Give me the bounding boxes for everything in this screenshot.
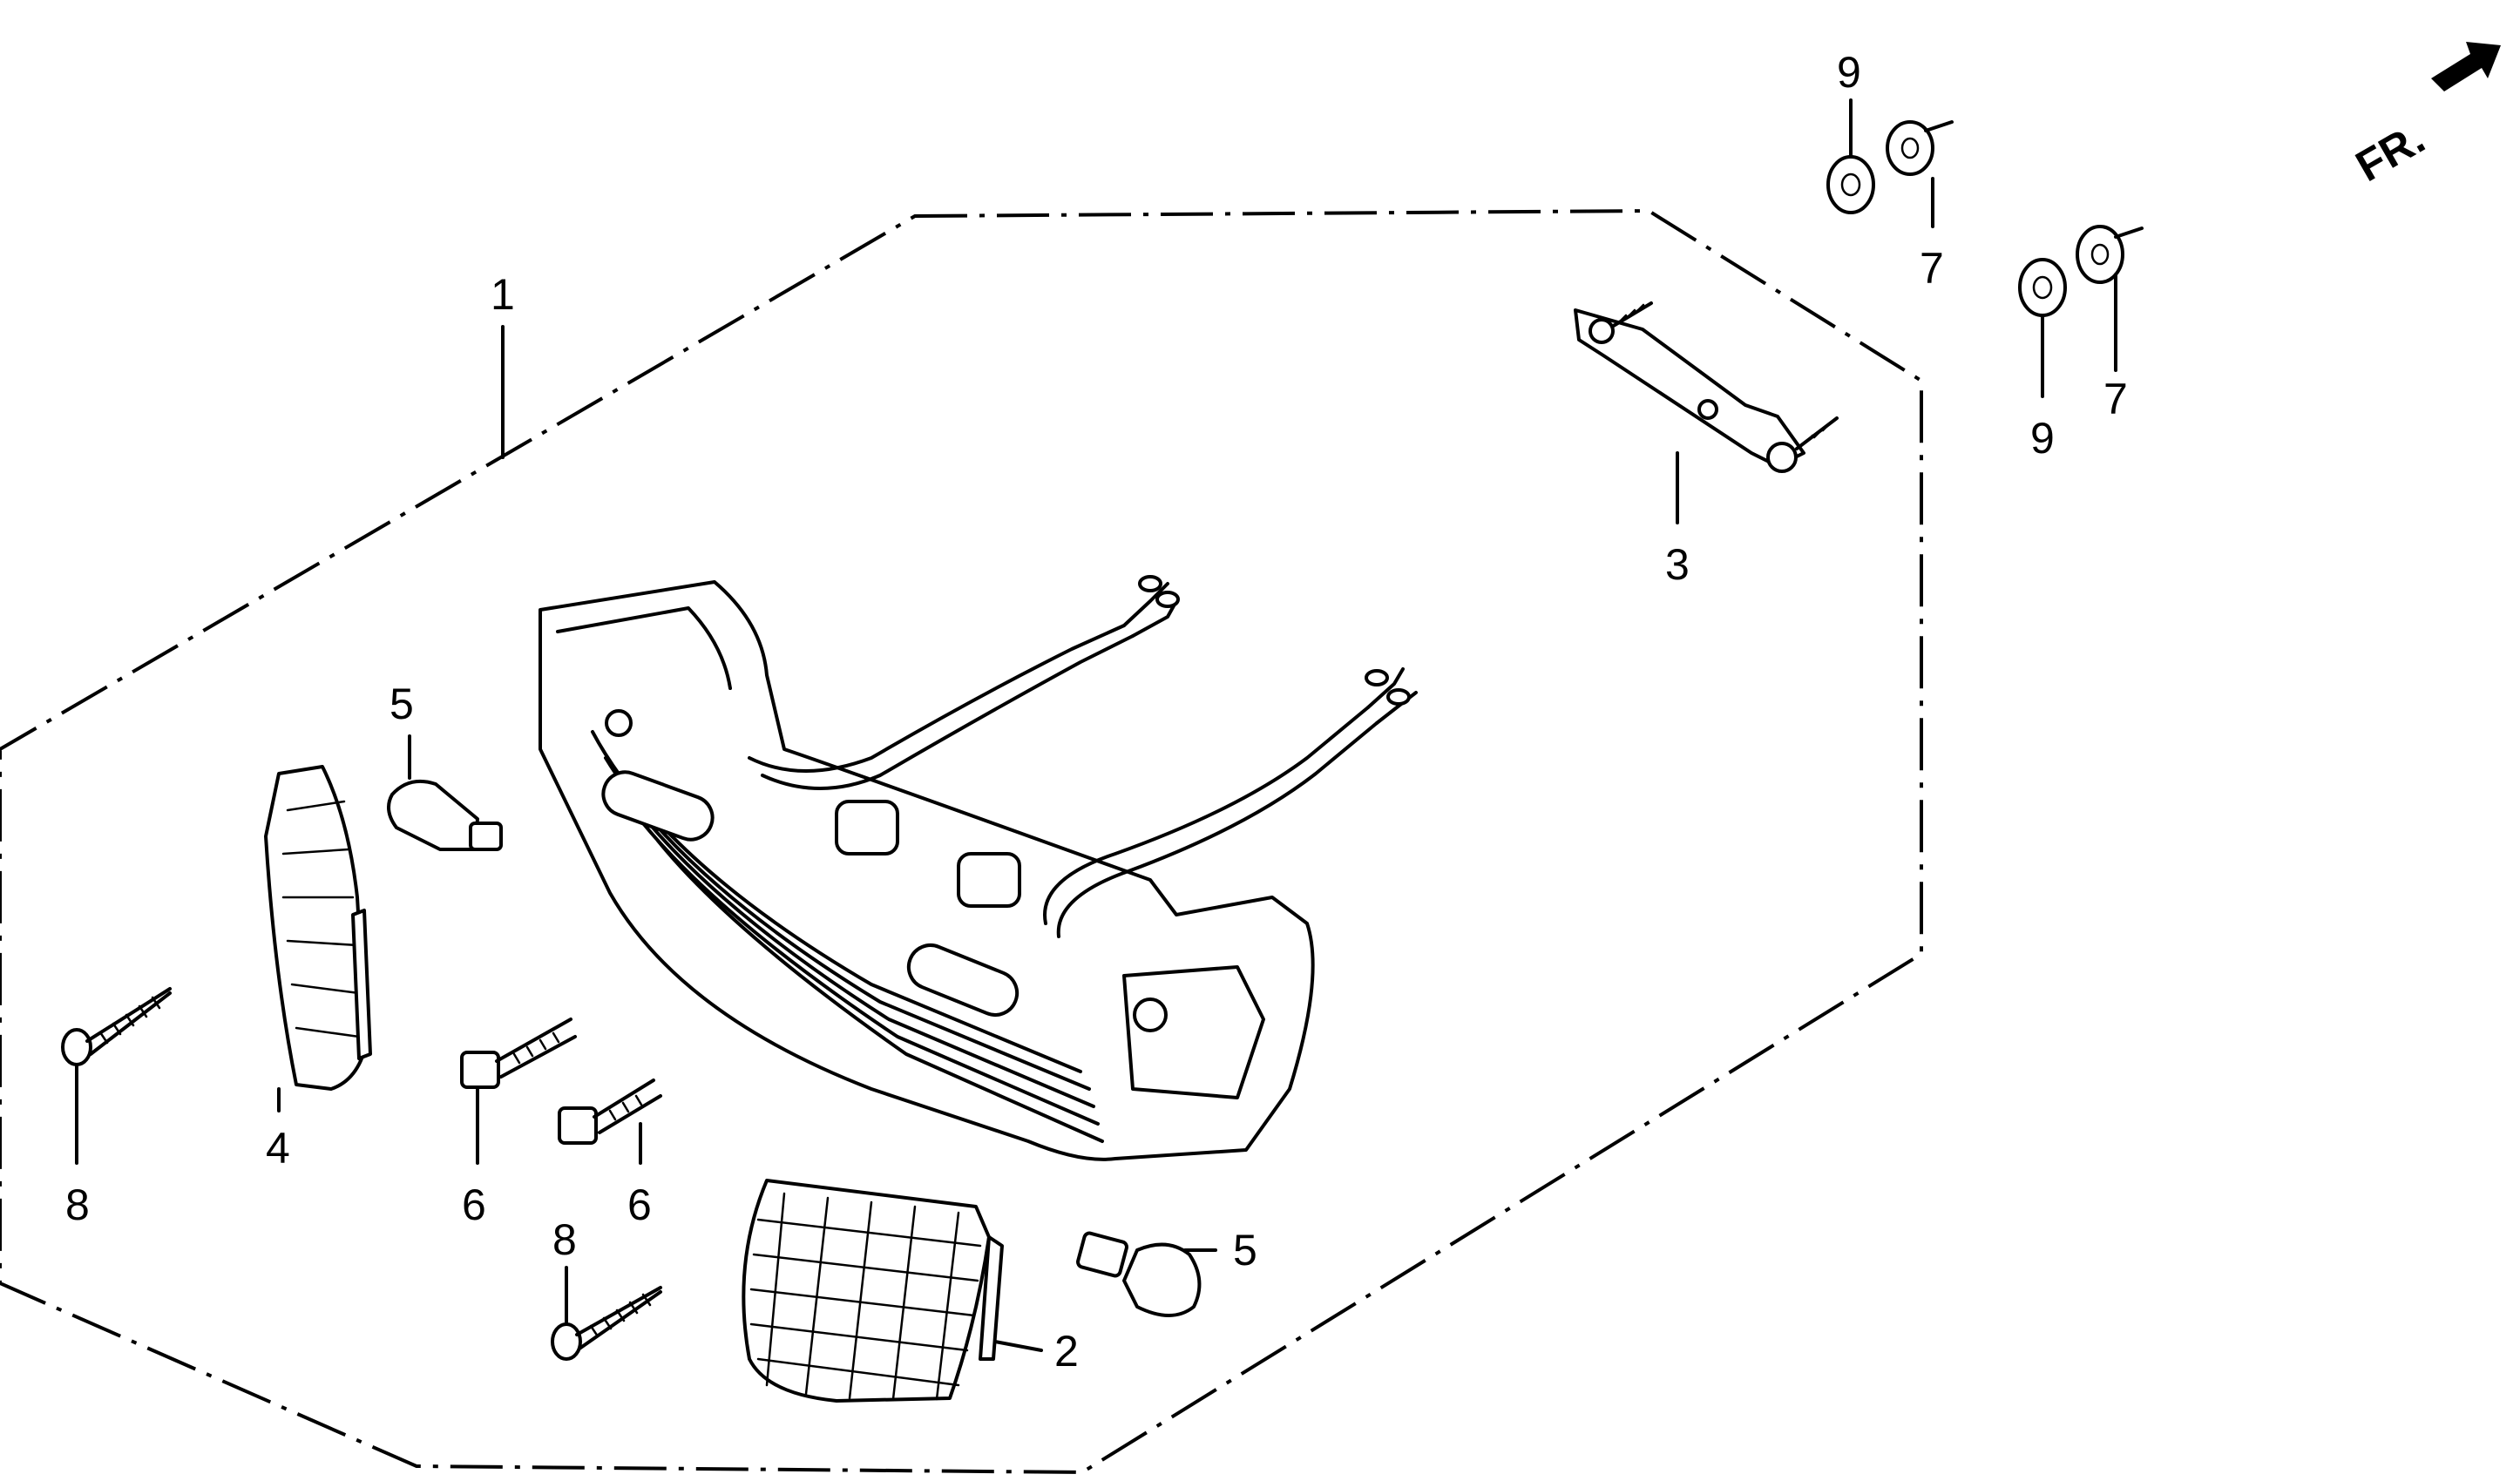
callout-7: 7 — [1920, 244, 1944, 293]
callout-2: 2 — [1054, 1327, 1079, 1376]
callout-3: 3 — [1665, 540, 1690, 589]
rear-lens — [742, 1179, 1004, 1403]
callout-6b: 6 — [627, 1180, 652, 1229]
front-direction-indicator: FR. — [2347, 42, 2501, 191]
leader-lines — [75, 98, 2117, 1352]
screw-left — [61, 987, 172, 1066]
callout-1: 1 — [491, 270, 515, 319]
mounting-bracket — [1574, 301, 1839, 473]
bolt-upper — [460, 1018, 577, 1089]
side-reflector-lens — [264, 765, 372, 1091]
washer-lower — [2018, 258, 2067, 317]
callout-numbers: 1 2 3 4 5 5 6 6 7 7 8 8 9 9 — [65, 48, 2128, 1376]
callout-6: 6 — [462, 1180, 486, 1229]
screw-lower — [551, 1286, 662, 1361]
bulb-left — [387, 780, 503, 851]
assembly-boundary — [0, 208, 1923, 1475]
taillight-housing — [539, 580, 1315, 1161]
callout-9b: 9 — [2030, 414, 2055, 463]
collar-nut-lower — [2076, 225, 2144, 284]
callout-8: 8 — [65, 1180, 90, 1229]
callout-5b: 5 — [1233, 1226, 1257, 1275]
collar-nut-upper — [1886, 120, 1954, 176]
callout-5: 5 — [390, 680, 414, 728]
front-direction-label: FR. — [2347, 113, 2433, 191]
front-arrow-icon — [2431, 42, 2501, 91]
callout-4: 4 — [266, 1124, 290, 1173]
bolt-lower — [558, 1079, 662, 1145]
callout-9: 9 — [1837, 48, 1861, 97]
callout-7b: 7 — [2103, 375, 2128, 423]
wiring-harness — [748, 575, 1418, 938]
bulb-right — [1076, 1231, 1202, 1317]
washer-upper — [1826, 155, 1875, 214]
callout-8b: 8 — [552, 1215, 577, 1264]
